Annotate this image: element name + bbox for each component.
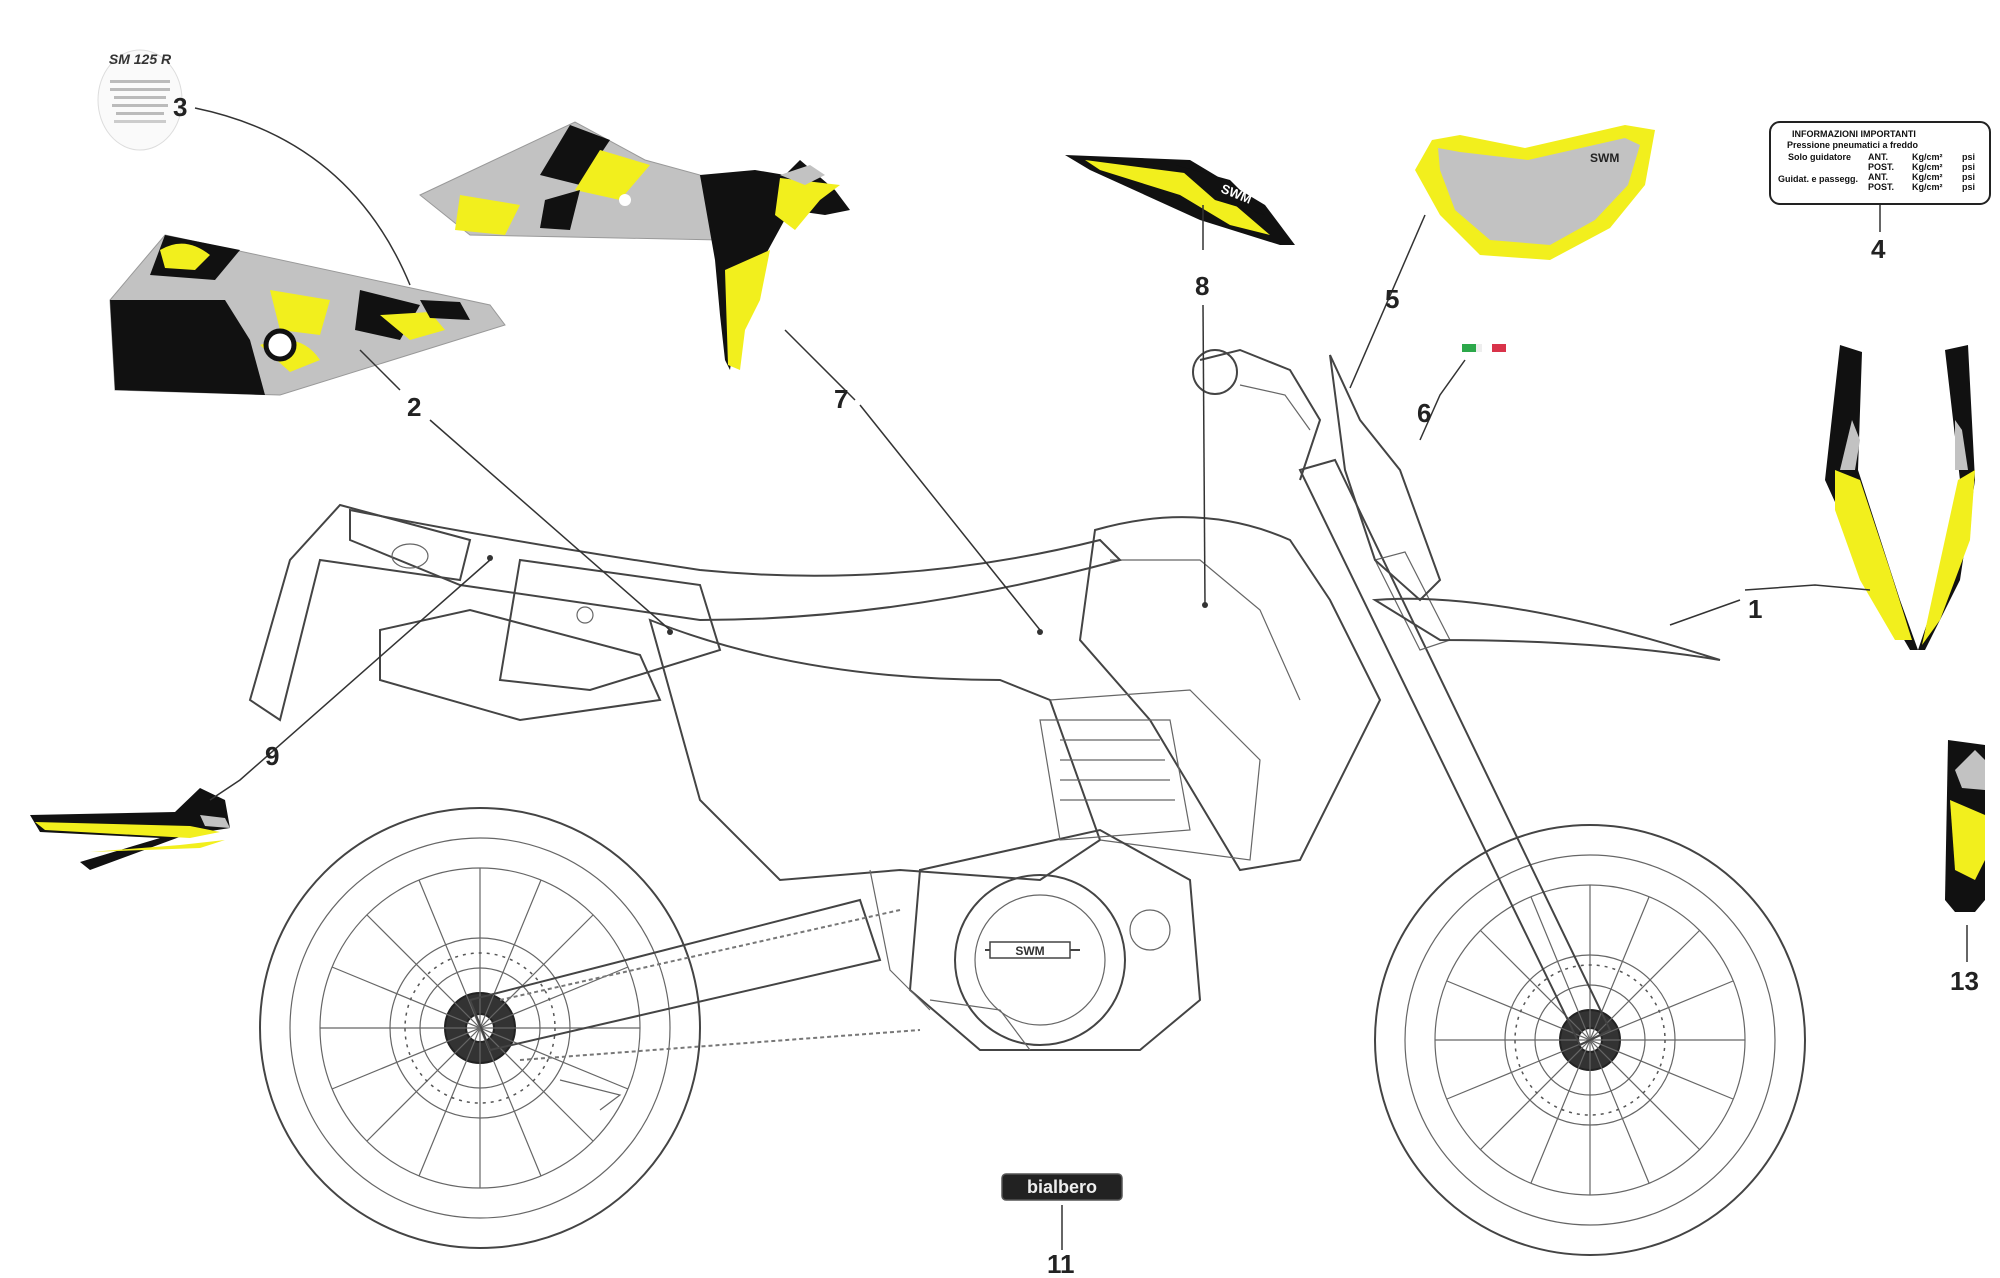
decal-8-strip: SWM [1065,155,1295,245]
decal-9-tail-sticker [30,788,230,870]
tire-row-1-label: Solo guidatore [1788,152,1851,162]
decal-5-number-plate: SWM [1415,125,1655,260]
decal-13-fork-sticker [1945,740,1985,912]
decal-5-logo: SWM [1590,151,1619,165]
tire-label-subtitle: Pressione pneumatici a freddo [1787,140,1919,150]
engine-logo: SWM [1015,944,1044,958]
tire-row-2-pos: POST. [1868,162,1894,172]
decal-1-front-fender [1825,345,1975,650]
tire-row-3-unit2: psi [1962,172,1975,182]
callout-numbers: 1 2 3 4 5 6 7 8 9 11 13 [173,92,1979,1278]
decal-6-flag [1462,344,1506,352]
decal-3-logo: SM 125 R [109,51,172,67]
tire-row-3-label: Guidat. e passegg. [1778,174,1858,184]
callout-3: 3 [173,92,187,122]
rear-wheel [259,807,701,1249]
leader-dots [487,555,1208,635]
tire-row-2-unit2: psi [1962,162,1975,172]
engine: SWM [908,719,1202,1051]
decal-11-badge: bialbero [1001,1173,1123,1201]
callout-8: 8 [1195,271,1209,301]
badge-11-text: bialbero [1027,1177,1097,1197]
callout-2: 2 [407,392,421,422]
tire-label-title: INFORMAZIONI IMPORTANTI [1792,129,1916,139]
tire-row-4-unit: Kg/cm² [1912,182,1943,192]
decal-7-shroud [419,121,850,370]
callout-1: 1 [1748,594,1762,624]
leader-lines [194,107,1968,1250]
tire-row-1-unit2: psi [1962,152,1975,162]
callout-5: 5 [1385,284,1399,314]
callout-6: 6 [1417,398,1431,428]
tire-row-3-unit: Kg/cm² [1912,172,1943,182]
tire-row-4-unit2: psi [1962,182,1975,192]
tire-row-1-pos: ANT. [1868,152,1888,162]
decal-2-side-panel [109,234,506,396]
callout-13: 13 [1950,966,1979,996]
tire-row-1-unit: Kg/cm² [1912,152,1943,162]
tire-label-rows: Solo guidatore ANT. Kg/cm² psi POST. Kg/… [1778,152,1975,192]
tire-row-2-unit: Kg/cm² [1912,162,1943,172]
motorcycle-outline: SWM [248,348,1806,1256]
rear-spokes [320,868,640,1188]
callout-11: 11 [1047,1249,1075,1273]
tire-row-3-pos: ANT. [1868,172,1888,182]
tire-row-4-pos: POST. [1868,182,1894,192]
decal-3-sticker: SM 125 R [97,49,183,151]
callout-7: 7 [834,384,848,414]
callout-4: 4 [1871,234,1886,264]
callout-9: 9 [265,741,279,771]
decal-4-tire-pressure-label: INFORMAZIONI IMPORTANTI Pressione pneuma… [1769,121,1991,205]
